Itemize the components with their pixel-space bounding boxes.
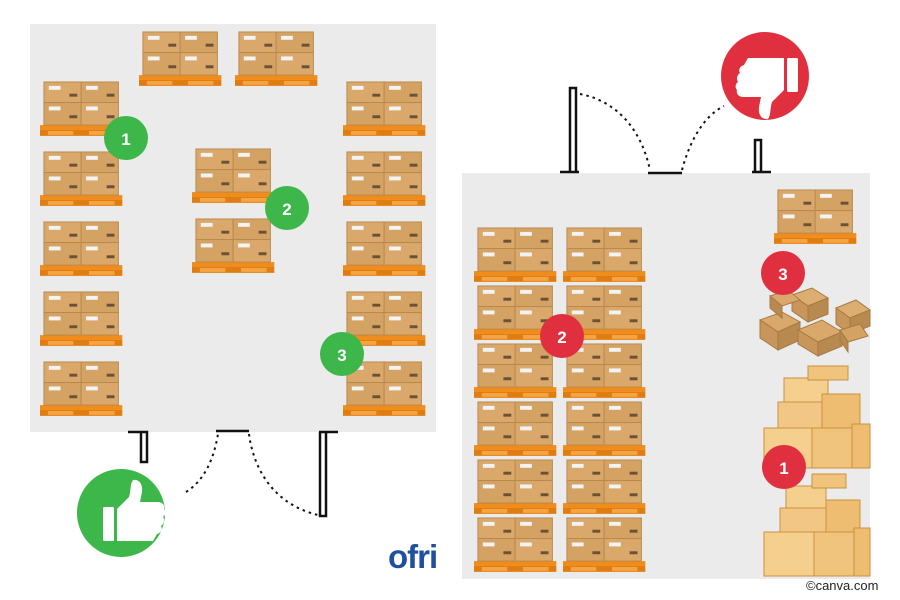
pallet-stack xyxy=(562,517,646,573)
pallet-stack xyxy=(473,459,557,515)
pallet-stack xyxy=(562,401,646,457)
pallet-stack xyxy=(473,227,557,283)
pallet-stack xyxy=(562,459,646,515)
pallet-stack xyxy=(342,151,426,207)
stacked-boxes-upper xyxy=(763,365,871,469)
pallet-stack xyxy=(562,227,646,283)
pallet-stack xyxy=(39,361,123,417)
pallet-stack xyxy=(39,221,123,277)
right-marker-1-label: 1 xyxy=(779,459,788,478)
right-marker-3-label: 3 xyxy=(778,265,787,284)
left-marker-3: 3 xyxy=(320,332,364,376)
right-marker-1: 1 xyxy=(762,445,806,489)
pallet-stack xyxy=(191,148,275,204)
pallet-stack xyxy=(473,401,557,457)
left-marker-2: 2 xyxy=(265,186,309,230)
right-warehouse: 2 3 1 xyxy=(462,32,872,579)
left-marker-1: 1 xyxy=(104,116,148,160)
pallet-stack xyxy=(138,31,222,87)
pallet-stack xyxy=(342,221,426,277)
thumbs-up-icon xyxy=(77,469,166,557)
left-marker-1-label: 1 xyxy=(121,130,130,149)
canva-credit: ©canva.com xyxy=(806,578,879,593)
right-door xyxy=(560,86,771,175)
pallet-stack xyxy=(234,31,318,87)
pallet-stack xyxy=(39,151,123,207)
left-warehouse: 1 2 3 xyxy=(30,24,436,557)
pallet-stack xyxy=(773,189,857,245)
thumbs-down-icon xyxy=(721,32,809,120)
right-marker-3: 3 xyxy=(761,251,805,295)
pallet-stack xyxy=(473,343,557,399)
pallet-stack xyxy=(191,218,275,274)
pallet-stack xyxy=(39,291,123,347)
right-marker-2-label: 2 xyxy=(557,328,566,347)
pallet-stack xyxy=(342,81,426,137)
left-marker-3-label: 3 xyxy=(337,346,346,365)
right-marker-2: 2 xyxy=(540,314,584,358)
stacked-boxes-lower xyxy=(763,473,871,577)
left-door xyxy=(128,429,338,518)
left-marker-2-label: 2 xyxy=(282,200,291,219)
scattered-boxes-pile xyxy=(758,287,872,357)
ofri-logo: ofri xyxy=(388,538,438,575)
pallet-stack xyxy=(473,517,557,573)
